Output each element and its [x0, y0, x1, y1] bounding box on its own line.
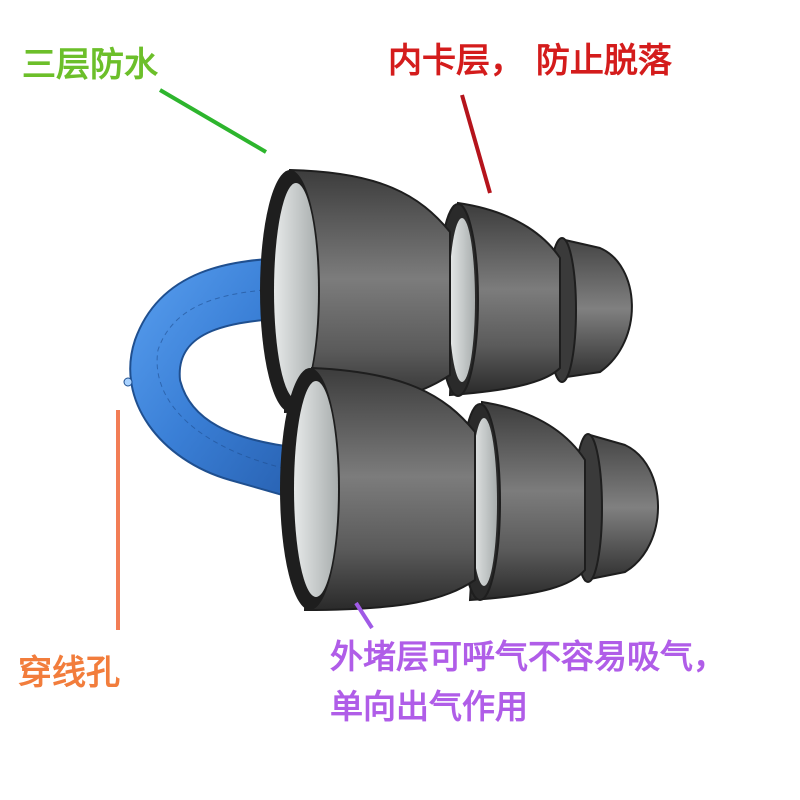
label-inner-layer: 内卡层， 防止脱落: [388, 41, 672, 81]
label-outer-layer-line1: 外堵层可呼气不容易吸气，: [330, 637, 726, 676]
label-outer-layer-line2: 单向出气作用: [330, 687, 528, 726]
earplug-bottom: [280, 366, 659, 612]
pointer-inner-layer: [460, 94, 492, 194]
pointer-waterproof: [158, 88, 268, 154]
earplug-top: [260, 168, 633, 414]
thread-hole-icon: [123, 377, 133, 387]
blue-connector-tube: [123, 256, 301, 502]
label-thread-hole: 穿线孔: [18, 653, 120, 693]
pointer-outer-layer: [354, 601, 374, 630]
label-waterproof: 三层防水: [22, 45, 158, 85]
